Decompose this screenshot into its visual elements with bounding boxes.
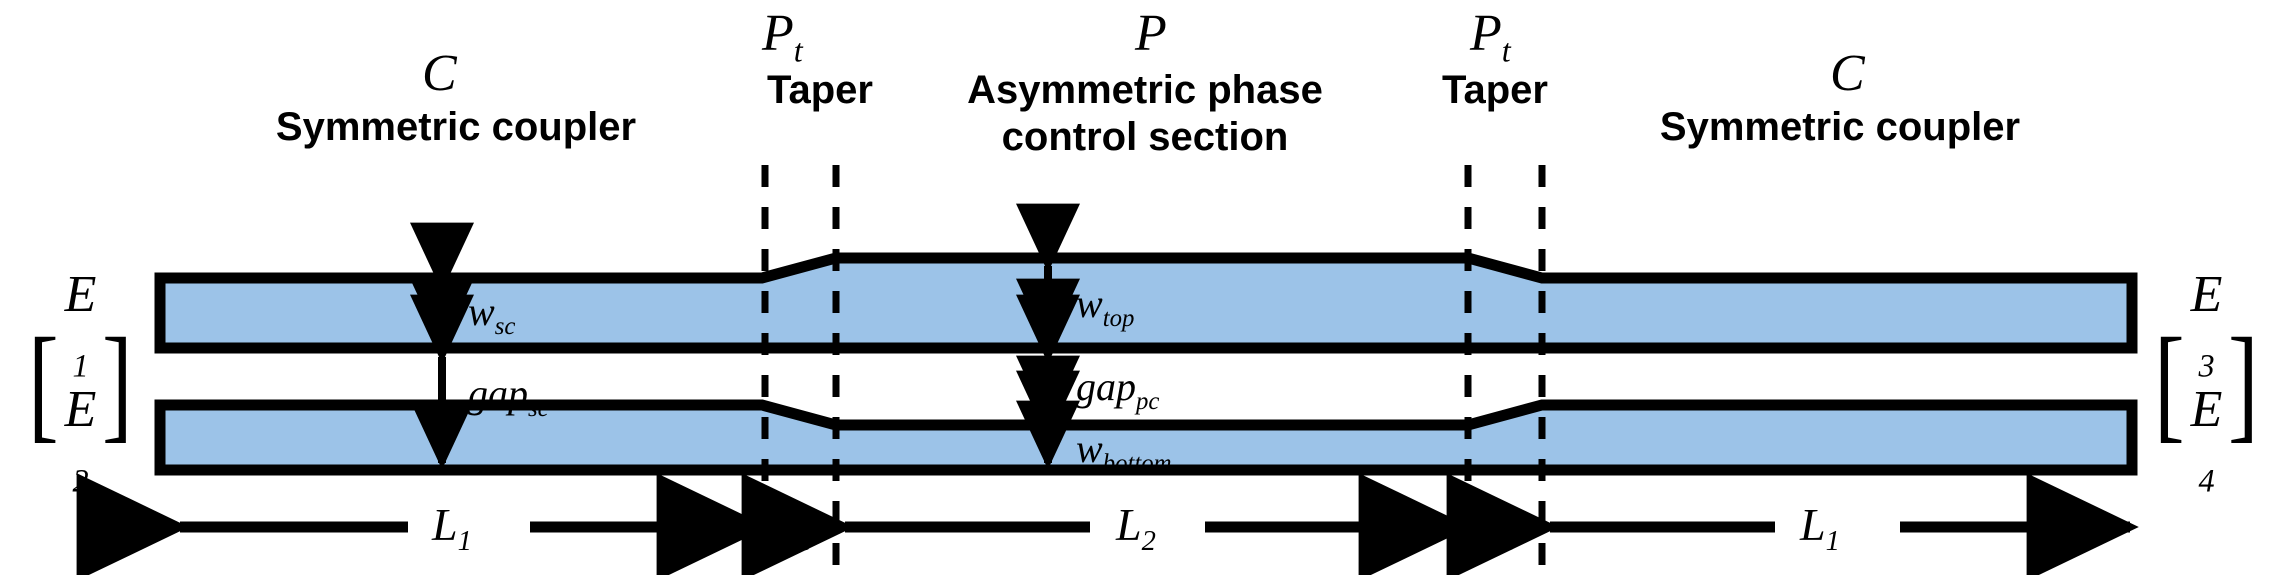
length-label-L1-left: L1 — [432, 499, 472, 558]
output-bracket-left: [ — [2153, 311, 2185, 454]
label-right-taper: Taper — [1442, 68, 1548, 112]
label-left-coupler: Symmetric coupler — [275, 105, 637, 149]
top-waveguide — [154, 252, 2138, 354]
label-right-coupler: Symmetric coupler — [1659, 105, 2021, 149]
dimension-label-gap-sc: gapsc — [468, 371, 549, 422]
bottom-waveguide — [154, 399, 2138, 476]
input-bracket-left: [ — [27, 311, 59, 454]
symbol-right-coupler: C — [1830, 45, 1865, 102]
dimension-label-w-top: wtop — [1076, 281, 1135, 332]
length-label-Lt-left: Lt — [776, 499, 810, 558]
label-phase-control-line1: Asymmetric phase — [967, 68, 1323, 112]
label-phase-control-line2: control section — [1001, 115, 1289, 159]
input-bracket-right: ] — [102, 311, 134, 454]
length-label-L1-right: L1 — [1800, 499, 1840, 558]
length-label-Lt-right: Lt — [1480, 499, 1514, 558]
symbol-left-taper: Pt — [762, 8, 803, 67]
symbol-right-taper-base: P — [1470, 5, 1502, 62]
dimension-label-w-sc: wsc — [468, 289, 516, 340]
symbol-left-taper-sub: t — [793, 32, 803, 69]
length-label-L2: L2 — [1116, 499, 1156, 558]
symbol-right-taper: Pt — [1470, 8, 1511, 67]
dimension-label-w-bottom: wbottom — [1076, 426, 1172, 477]
label-left-taper: Taper — [767, 68, 873, 112]
symbol-phase-control: P — [1135, 5, 1167, 62]
symbol-left-coupler: C — [422, 45, 457, 102]
symbol-right-taper-sub: t — [1501, 32, 1511, 69]
dimension-label-gap-pc: gappc — [1076, 364, 1160, 415]
output-bracket-right: ] — [2228, 311, 2260, 454]
symbol-left-taper-base: P — [762, 5, 794, 62]
dimension-arrows — [410, 203, 1080, 470]
